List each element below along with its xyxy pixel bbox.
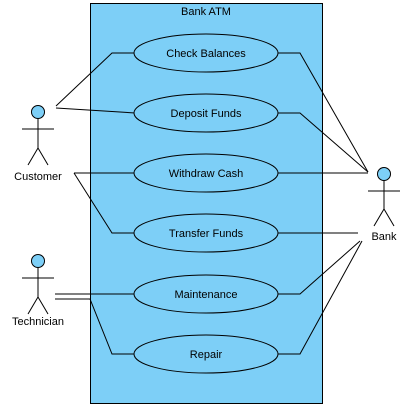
system-title: Bank ATM — [181, 6, 231, 18]
association-customer-deposit-funds — [55, 107, 136, 114]
use-case-ellipse — [133, 213, 279, 253]
use-case-ellipse — [133, 93, 279, 133]
use-cases: Check Balances Deposit Funds Withdraw Ca… — [133, 33, 279, 374]
use-case-withdraw-cash[interactable]: Withdraw Cash — [133, 153, 279, 193]
actor-bank[interactable]: Bank — [368, 167, 400, 244]
use-case-ellipse — [133, 334, 279, 374]
use-case-maintenance[interactable]: Maintenance — [133, 274, 279, 314]
use-case-ellipse — [133, 33, 279, 73]
actor-label: Technician — [12, 316, 64, 328]
use-case-ellipse — [133, 153, 279, 193]
use-case-transfer-funds[interactable]: Transfer Funds — [133, 213, 279, 253]
stick-figure-icon — [22, 105, 54, 166]
association-technician-repair — [55, 298, 135, 355]
use-case-label: Transfer Funds — [169, 228, 244, 240]
actor-label: Customer — [14, 171, 62, 183]
stick-figure-icon — [22, 254, 54, 315]
use-case-repair[interactable]: Repair — [133, 334, 279, 374]
use-case-label: Check Balances — [166, 48, 246, 60]
association-customer-check-balances — [55, 52, 135, 107]
use-case-check-balances[interactable]: Check Balances — [133, 33, 279, 73]
association-bank-deposit-funds — [278, 112, 369, 173]
use-case-label: Repair — [190, 349, 223, 361]
actors: Customer Technician — [12, 105, 400, 329]
use-case-label: Maintenance — [175, 289, 238, 301]
use-case-deposit-funds[interactable]: Deposit Funds — [133, 93, 279, 133]
use-case-label: Withdraw Cash — [169, 168, 244, 180]
stick-figure-icon — [368, 167, 400, 227]
use-case-ellipse — [133, 274, 279, 314]
association-bank-maintenance — [278, 240, 361, 295]
association-customer-transfer-funds — [73, 172, 135, 234]
actor-label: Bank — [371, 231, 397, 243]
actor-customer[interactable]: Customer — [14, 105, 62, 184]
use-case-label: Deposit Funds — [171, 108, 242, 120]
associations — [55, 52, 369, 355]
association-bank-repair — [278, 240, 363, 355]
association-bank-check-balances — [278, 52, 369, 173]
actor-technician[interactable]: Technician — [12, 254, 64, 329]
